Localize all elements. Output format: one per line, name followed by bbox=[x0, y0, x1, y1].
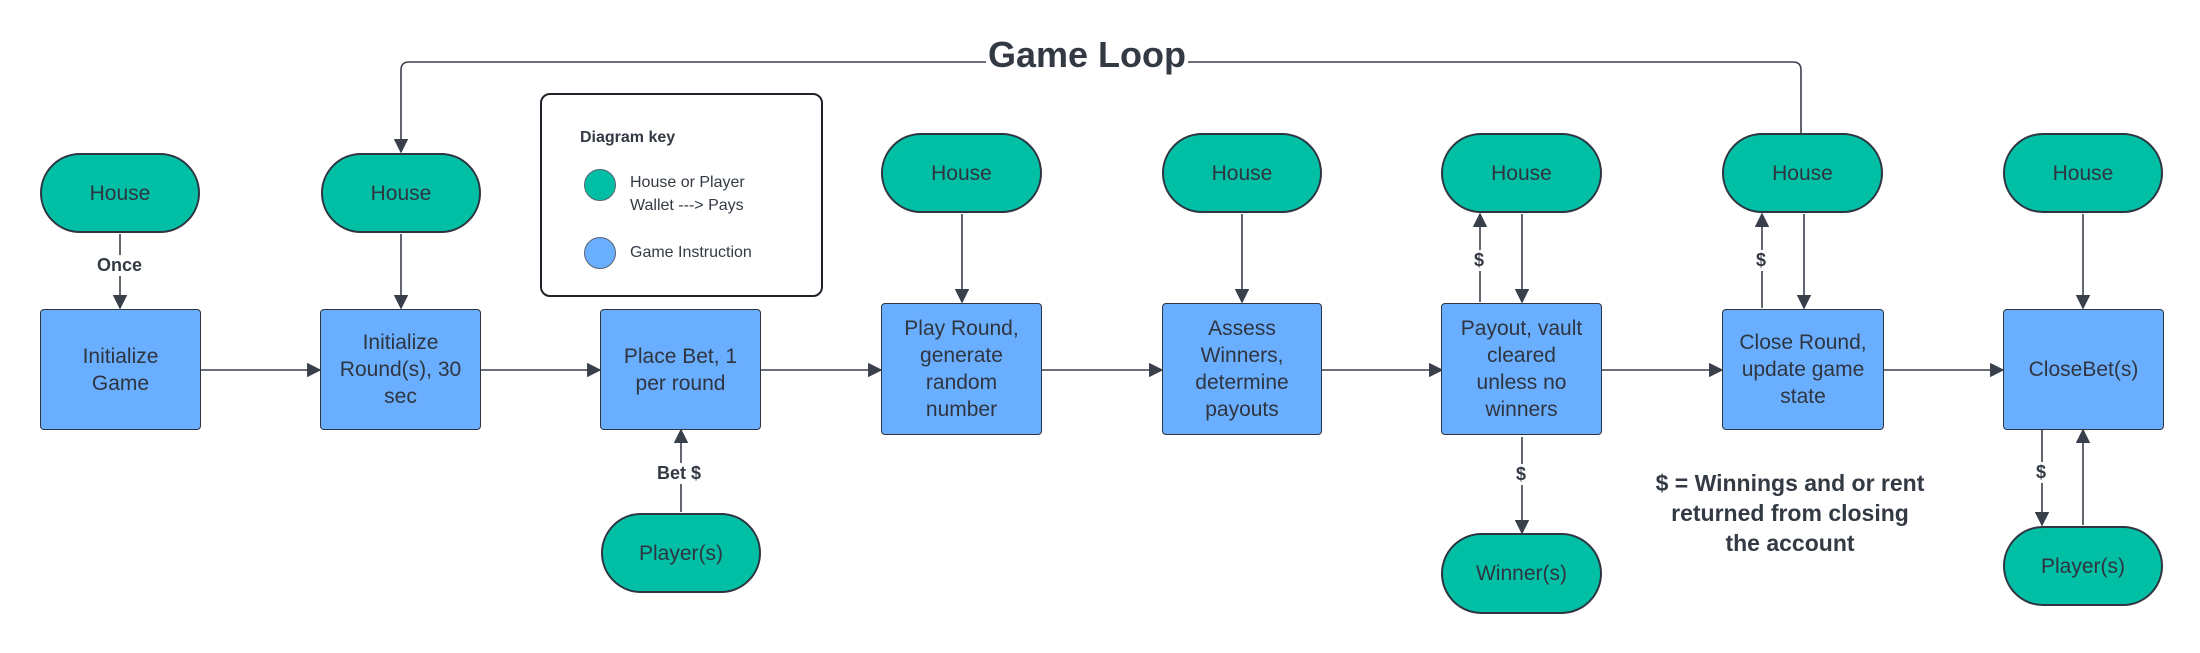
edge-label-dollar-payout-winners: $ bbox=[1514, 464, 1529, 485]
house-wallet-2: House bbox=[321, 153, 481, 233]
house-wallet-7: House bbox=[2003, 133, 2163, 213]
diagram-title: Game Loop bbox=[986, 34, 1189, 75]
house-wallet-1: House bbox=[40, 153, 200, 233]
step-payout: Payout, vault cleared unless no winners bbox=[1441, 303, 1602, 435]
key-instruction-swatch bbox=[584, 237, 616, 269]
key-wallet-text: House or Player Wallet ---> Pays bbox=[630, 174, 745, 214]
key-instruction-text: Game Instruction bbox=[630, 244, 752, 261]
key-title: Diagram key bbox=[580, 129, 676, 146]
edge-label-dollar-close-round: $ bbox=[1754, 250, 1769, 271]
edge-label-dollar-close-bets: $ bbox=[2034, 462, 2049, 483]
players-wallet-1: Player(s) bbox=[601, 513, 761, 593]
dollar-legend-note: $ = Winnings and or rent returned from c… bbox=[1655, 470, 1925, 556]
house-wallet-3: House bbox=[881, 133, 1042, 213]
step-initialize-game: Initialize Game bbox=[40, 309, 201, 430]
step-place-bet: Place Bet, 1 per round bbox=[600, 309, 761, 430]
players-wallet-2: Player(s) bbox=[2003, 526, 2163, 606]
step-assess-winners: Assess Winners, determine payouts bbox=[1162, 303, 1322, 435]
edge-label-bet: Bet $ bbox=[655, 463, 704, 484]
house-wallet-5: House bbox=[1441, 133, 1602, 213]
key-wallet-swatch bbox=[584, 169, 616, 201]
step-close-bets: CloseBet(s) bbox=[2003, 309, 2164, 430]
diagram-key: Diagram key House or Player Wallet ---> … bbox=[540, 93, 823, 297]
winners-wallet: Winner(s) bbox=[1441, 533, 1602, 614]
house-wallet-4: House bbox=[1162, 133, 1322, 213]
step-play-round: Play Round, generate random number bbox=[881, 303, 1042, 435]
edge-label-once: Once bbox=[95, 255, 145, 276]
step-close-round: Close Round, update game state bbox=[1722, 309, 1884, 430]
edge-label-dollar-payout-house: $ bbox=[1472, 250, 1487, 271]
house-wallet-6: House bbox=[1722, 133, 1883, 213]
step-initialize-rounds: Initialize Round(s), 30 sec bbox=[320, 309, 481, 430]
